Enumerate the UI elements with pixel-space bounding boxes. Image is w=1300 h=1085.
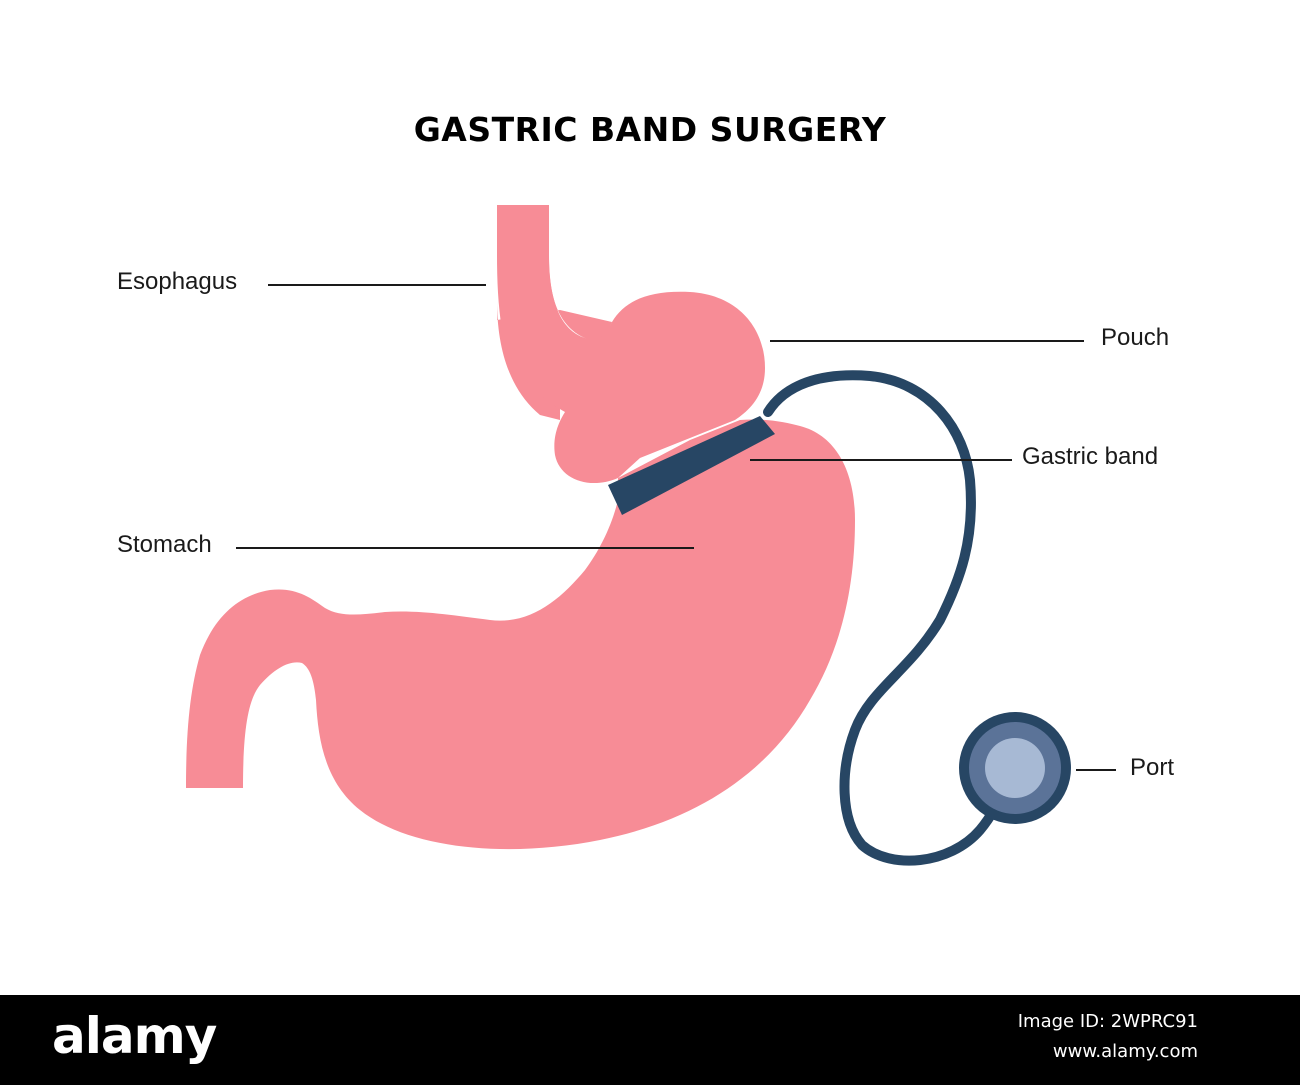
label-esophagus: Esophagus <box>117 268 238 295</box>
band-tube <box>763 370 1005 866</box>
label-pouch: Pouch <box>1101 324 1170 351</box>
stomach-illustration <box>186 205 1116 866</box>
port-inner <box>985 738 1045 798</box>
diagram-title: GASTRIC BAND SURGERY <box>413 110 887 149</box>
gastric-band-shape <box>608 416 775 515</box>
label-port: Port <box>1130 754 1175 781</box>
image-id: Image ID: 2WPRC91 <box>1017 1011 1198 1032</box>
footer-bar: alamy Image ID: 2WPRC91 www.alamy.com <box>0 995 1300 1085</box>
label-gastric-band: Gastric band <box>1022 443 1159 470</box>
stomach-shape <box>186 419 855 850</box>
footer-url: www.alamy.com <box>1052 1041 1198 1062</box>
pouch-shape <box>497 205 765 484</box>
alamy-logo: alamy <box>52 1007 217 1065</box>
label-stomach: Stomach <box>117 531 212 558</box>
